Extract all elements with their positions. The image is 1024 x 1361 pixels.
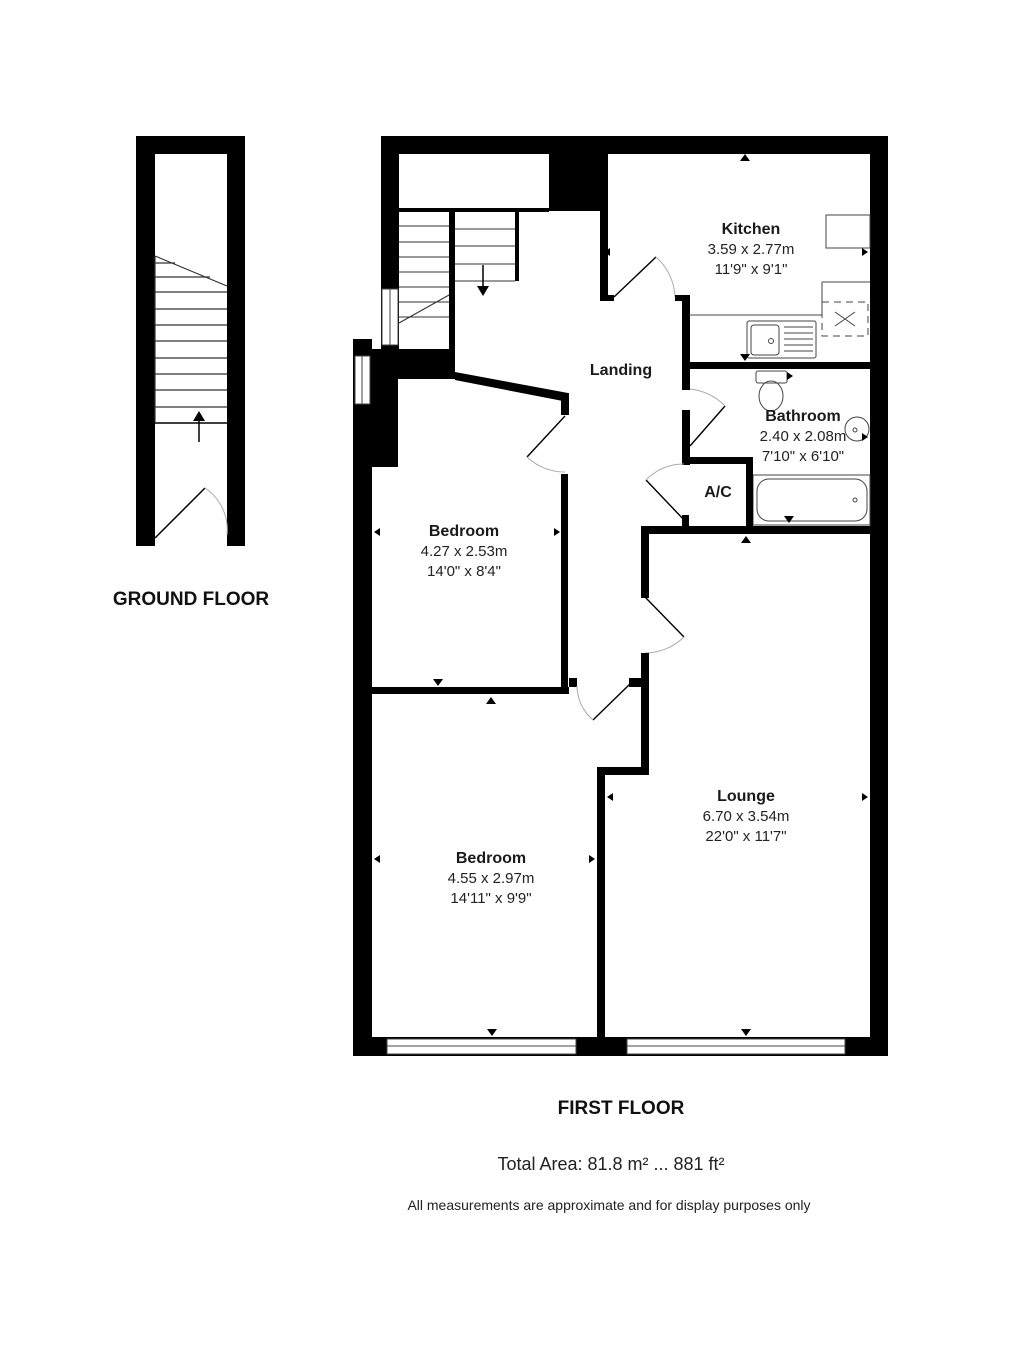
bath-icon: [752, 474, 871, 526]
room-name: Lounge: [717, 788, 775, 805]
room-dimensions-imperial: 7'10" x 6'10": [761, 448, 845, 465]
toilet-icon: [755, 370, 788, 412]
room-dimensions-metric: 3.59 x 2.77m: [707, 241, 795, 258]
room-name: Bathroom: [765, 408, 841, 425]
sink-icon: [746, 320, 817, 359]
ground-floor-title: GROUND FLOOR: [112, 589, 270, 610]
door-icon: [576, 682, 632, 721]
door-icon: [645, 463, 687, 523]
first-floor-plan: [353, 136, 888, 1056]
room-dimensions-metric: 4.55 x 2.97m: [447, 870, 535, 887]
room-dimensions-metric: 6.70 x 3.54m: [702, 808, 790, 825]
room-name: Bedroom: [455, 850, 527, 867]
basin-icon: [844, 416, 870, 442]
door-icon: [613, 256, 676, 298]
stairs-icon: [154, 255, 228, 424]
room-dimensions-metric: 2.40 x 2.08m: [759, 428, 847, 445]
first-floor-title: FIRST FLOOR: [557, 1098, 685, 1119]
door-icon: [644, 596, 685, 654]
room-dimensions-imperial: 14'11" x 9'9": [450, 890, 532, 907]
kitchen-counter: [689, 214, 871, 316]
room-dimensions-imperial: 11'9" x 9'1": [714, 261, 788, 278]
total-area: Total Area: 81.8 m² ... 881 ft²: [497, 1154, 725, 1174]
room-dimensions-imperial: 22'0" x 11'7": [705, 828, 787, 845]
room-bedroom-1: Bedroom 4.27 x 2.53m 14'0" x 8'4": [421, 522, 508, 582]
room-name: Landing: [589, 362, 653, 379]
arrow-up-icon: [193, 411, 205, 442]
room-name: Kitchen: [721, 221, 781, 238]
dimension-markers: [374, 154, 868, 1036]
room-bathroom: Bathroom 2.40 x 2.08m 7'10" x 6'10": [760, 407, 847, 467]
room-kitchen: Kitchen 3.59 x 2.77m 11'9" x 9'1": [708, 220, 795, 280]
room-bedroom-2: Bedroom 4.55 x 2.97m 14'11" x 9'9": [448, 849, 535, 909]
disclaimer: All measurements are approximate and for…: [407, 1197, 811, 1213]
window-icon: [386, 1038, 846, 1055]
door-icon: [526, 415, 566, 473]
arrow-down-icon: [477, 265, 489, 296]
room-dimensions-metric: 4.27 x 2.53m: [420, 543, 508, 560]
hob-icon: [821, 301, 869, 337]
stairs-icon: [398, 225, 515, 324]
door-icon: [154, 487, 228, 539]
room-ac-cupboard: A/C: [704, 484, 732, 501]
ground-floor-plan: [136, 136, 245, 546]
window-icon: [354, 288, 399, 405]
door-icon: [689, 388, 726, 447]
room-landing: Landing: [590, 361, 652, 381]
room-name: Bedroom: [428, 523, 500, 540]
room-lounge: Lounge 6.70 x 3.54m 22'0" x 11'7": [703, 787, 790, 847]
room-dimensions-imperial: 14'0" x 8'4": [427, 563, 501, 580]
